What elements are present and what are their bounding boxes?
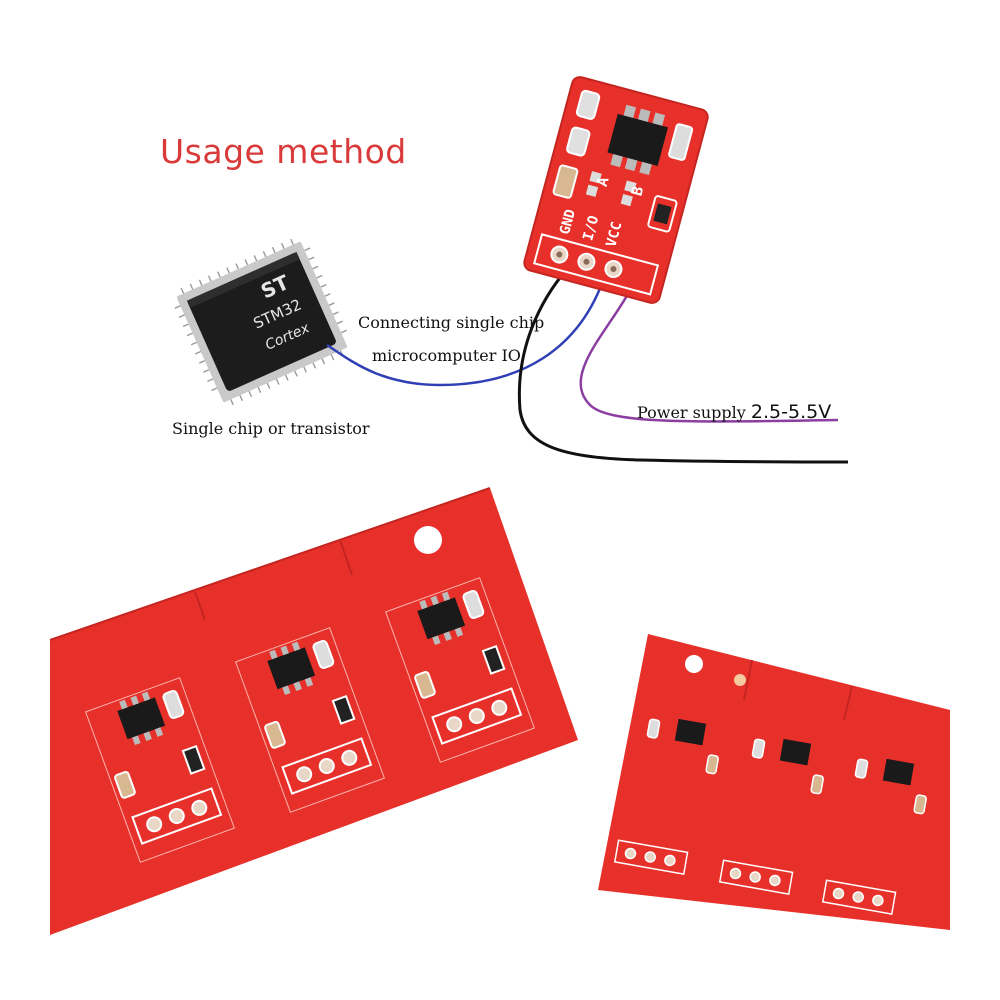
module-strip-large: [49, 487, 578, 935]
power-supply-label: Power supply 2.5-5.5V: [637, 401, 831, 423]
jumper-label-a: A: [593, 175, 613, 188]
small-cell-1: [613, 718, 719, 875]
small-cell-2: [718, 738, 824, 895]
power-voltage: 2.5-5.5V: [750, 401, 832, 423]
io-wire: [326, 274, 607, 387]
small-mounting-hole: [685, 655, 703, 673]
vcc-wire: [579, 284, 839, 423]
pin-label-vcc: VCC: [603, 220, 625, 249]
small-cell-3: [821, 758, 927, 915]
io-connection-label-line2: microcomputer IO: [372, 346, 521, 365]
diagram-title: Usage method: [160, 132, 407, 171]
strip-cell-3: [385, 577, 535, 763]
module-strip-small: [598, 634, 950, 930]
strip-cell-2: [235, 627, 385, 813]
pin-label-gnd: GND: [557, 208, 579, 237]
io-connection-label-line1: Connecting single chip: [358, 313, 545, 332]
mounting-hole: [414, 526, 442, 554]
chip-caption: Single chip or transistor: [172, 419, 370, 438]
strip-cell-1: [85, 677, 235, 863]
mcu-pin-lines: [174, 238, 347, 406]
power-label-text: Power supply: [637, 403, 746, 422]
gnd-wire: [517, 267, 849, 464]
pin-label-io: I/O: [580, 214, 602, 243]
mcu-chip: ST STM32 Cortex: [174, 238, 348, 406]
jumper-label-b: B: [628, 184, 648, 197]
touch-module: A B GND I/O VCC: [523, 76, 709, 304]
module-ic: [607, 104, 668, 176]
